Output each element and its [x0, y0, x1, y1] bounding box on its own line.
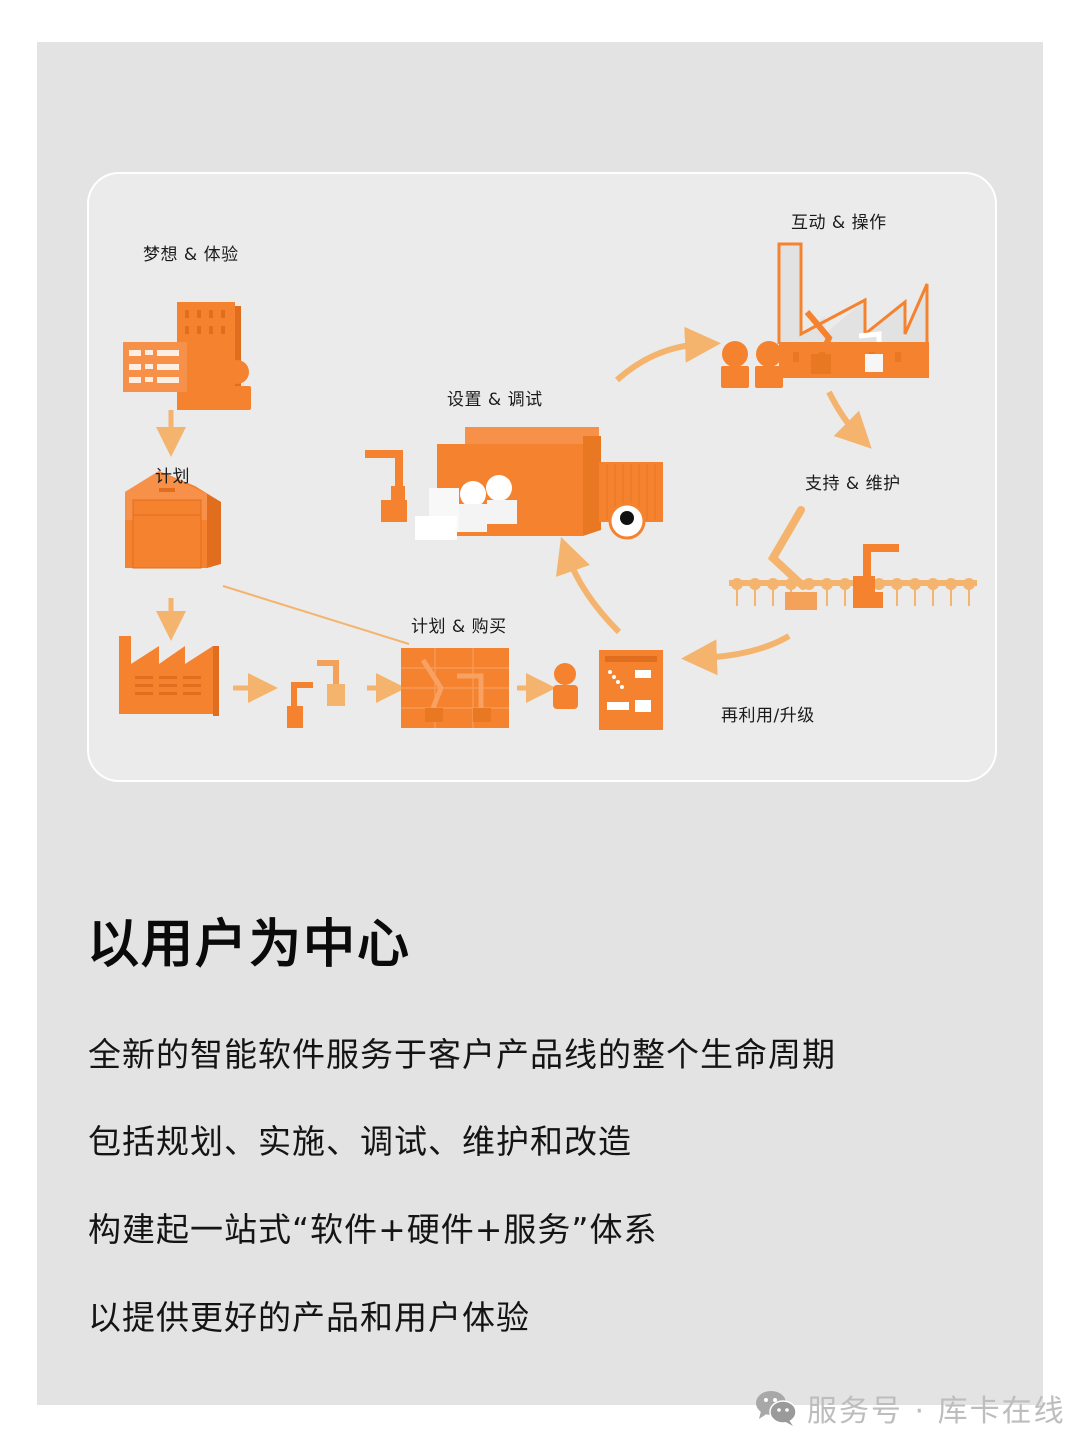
stage-label-dream: 梦想 & 体验: [143, 245, 239, 265]
wechat-icon: [756, 1391, 797, 1426]
lifecycle-diagram-card: 梦想 & 体验 计划 计划 & 购买 设置 & 调试 互动 & 操作 支持 & …: [87, 172, 997, 782]
curved-arrow-icon: [555, 537, 622, 635]
connector-line: [222, 585, 410, 645]
body-line-4: 以提供更好的产品和用户体验: [88, 1298, 530, 1337]
body-line-2: 包括规划、实施、调试、维护和改造: [88, 1122, 632, 1161]
stage-label-support: 支持 & 维护: [805, 474, 901, 494]
document-icon: [599, 650, 663, 730]
curved-arrow-icon: [615, 326, 721, 383]
stage-label-operate: 互动 & 操作: [791, 213, 887, 233]
body-line-3: 构建起一站式“软件+硬件+服务”体系: [88, 1210, 658, 1249]
watermark: 服务号 · 库卡在线: [755, 1386, 1066, 1430]
factory-icon: [119, 636, 219, 716]
watermark-text: 服务号 · 库卡在线: [807, 1394, 1066, 1429]
person-icon: [553, 663, 578, 709]
curved-arrow-icon: [826, 390, 872, 449]
smart-factory-icon: [721, 242, 929, 388]
stage-label-setup: 设置 & 调试: [447, 390, 543, 410]
office-building-icon: [123, 302, 251, 410]
setup-vehicle-icon: [365, 427, 663, 540]
headline: 以用户为中心: [87, 915, 412, 975]
stage-label-plan: 计划: [155, 467, 190, 487]
stage-label-plan-purchase: 计划 & 购买: [411, 617, 507, 637]
curved-arrow-icon: [681, 633, 791, 676]
robot-arm-icon: [287, 660, 345, 728]
body-line-1: 全新的智能软件服务于客户产品线的整个生命周期: [88, 1035, 836, 1074]
lifecycle-diagram: [119, 242, 977, 730]
stage-label-reuse: 再利用/升级: [721, 706, 815, 726]
production-line-panel-icon: [401, 648, 509, 728]
conveyor-robots-icon: [729, 506, 977, 610]
warehouse-icon: [125, 471, 221, 569]
